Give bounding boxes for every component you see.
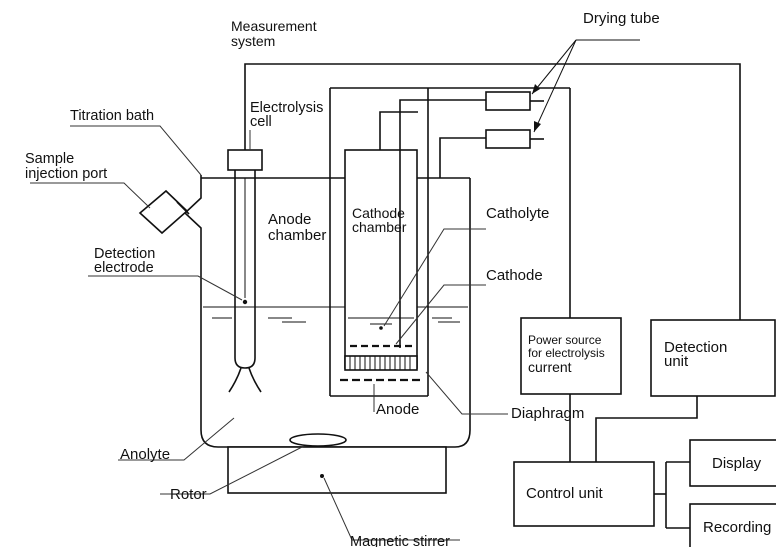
diaphragm <box>344 355 418 371</box>
label-anode-chamber: Anode chamber <box>268 211 326 244</box>
display-label: Display <box>712 455 762 472</box>
control-unit-label: Control unit <box>526 485 604 502</box>
label-titration-bath: Titration bath <box>70 108 154 124</box>
detection-unit-label: Detection unit <box>664 339 732 370</box>
drying-tube-upper <box>418 91 544 111</box>
label-cathode: Cathode <box>486 267 543 284</box>
label-anolyte: Anolyte <box>120 446 170 463</box>
display-box <box>689 439 776 487</box>
label-sample-injection-port: Sample injection port <box>25 151 107 182</box>
leader-rotor <box>160 445 305 495</box>
leader-catholyte <box>383 228 486 327</box>
cathode-chamber <box>344 149 418 369</box>
label-anode: Anode <box>376 401 419 418</box>
magnetic-stirrer <box>227 446 447 494</box>
power-source-label: Power source for electrolysis current <box>528 333 608 375</box>
electrolysis-cell <box>329 87 429 397</box>
label-cathode-chamber: Cathode chamber <box>352 205 409 235</box>
detection-electrode <box>227 149 263 393</box>
leader-detection-electrode <box>88 275 243 301</box>
rotor <box>289 433 347 447</box>
detection-unit-box <box>650 319 776 397</box>
leader-sample-port <box>30 182 151 209</box>
drying-tube-lower <box>439 129 544 178</box>
power-source-box <box>520 317 622 395</box>
leader-anolyte <box>118 417 235 461</box>
sample-injection-port <box>138 189 190 235</box>
label-rotor: Rotor <box>170 486 207 503</box>
leader-cathode <box>395 284 486 345</box>
label-drying-tube: Drying tube <box>583 10 660 27</box>
leader-diaphragm <box>425 371 508 415</box>
liquid-surface-lines <box>203 306 468 323</box>
recording-label: Recording <box>703 519 771 536</box>
label-measurement-system: Measurement system <box>231 18 320 49</box>
label-catholyte: Catholyte <box>486 205 549 222</box>
recording-box <box>689 503 776 552</box>
leader-magnetic-stirrer <box>323 477 460 541</box>
wire-detection-electrode <box>244 63 741 320</box>
label-electrolysis-cell: Electrolysis cell <box>250 100 327 130</box>
label-detection-electrode: Detection electrode <box>94 246 159 276</box>
label-magnetic-stirrer: Magnetic stirrer <box>350 534 450 547</box>
label-diaphragm: Diaphragm <box>511 405 584 422</box>
drying-tube-arrows <box>531 39 640 133</box>
leader-titration-bath <box>70 125 202 176</box>
titration-bath-vessel <box>183 175 471 448</box>
